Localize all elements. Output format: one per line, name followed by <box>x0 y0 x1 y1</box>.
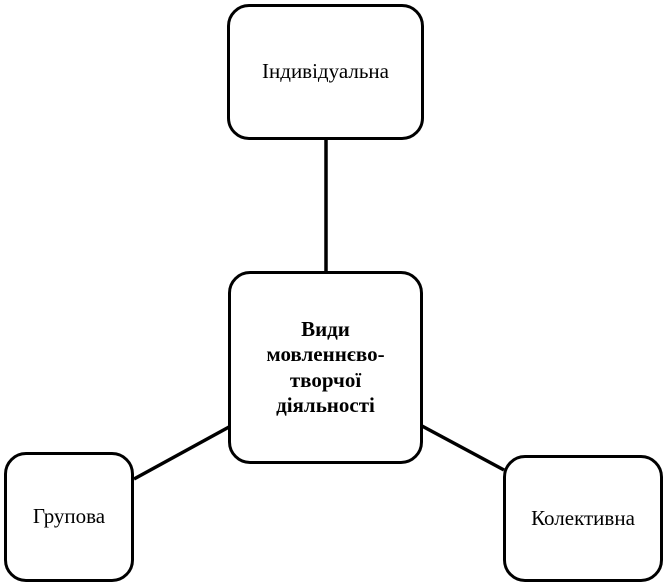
node-collective: Колективна <box>503 455 663 582</box>
node-individual-label: Індивідуальна <box>262 59 389 84</box>
connector-right <box>421 424 505 472</box>
node-collective-label: Колективна <box>531 505 635 530</box>
node-individual: Індивідуальна <box>227 4 424 140</box>
center-line-1: Види <box>301 317 350 342</box>
center-line-4: діяльності <box>276 392 375 417</box>
node-group-label: Групова <box>32 504 106 529</box>
connector-left <box>133 425 230 481</box>
center-line-3: творчої <box>289 367 362 392</box>
node-center: Види мовленнєво- творчої діяльності <box>228 271 423 464</box>
center-line-2: мовленнєво- <box>266 342 385 367</box>
node-group: Групова <box>4 452 134 582</box>
node-center-label: Види мовленнєво- творчої діяльності <box>266 317 384 418</box>
